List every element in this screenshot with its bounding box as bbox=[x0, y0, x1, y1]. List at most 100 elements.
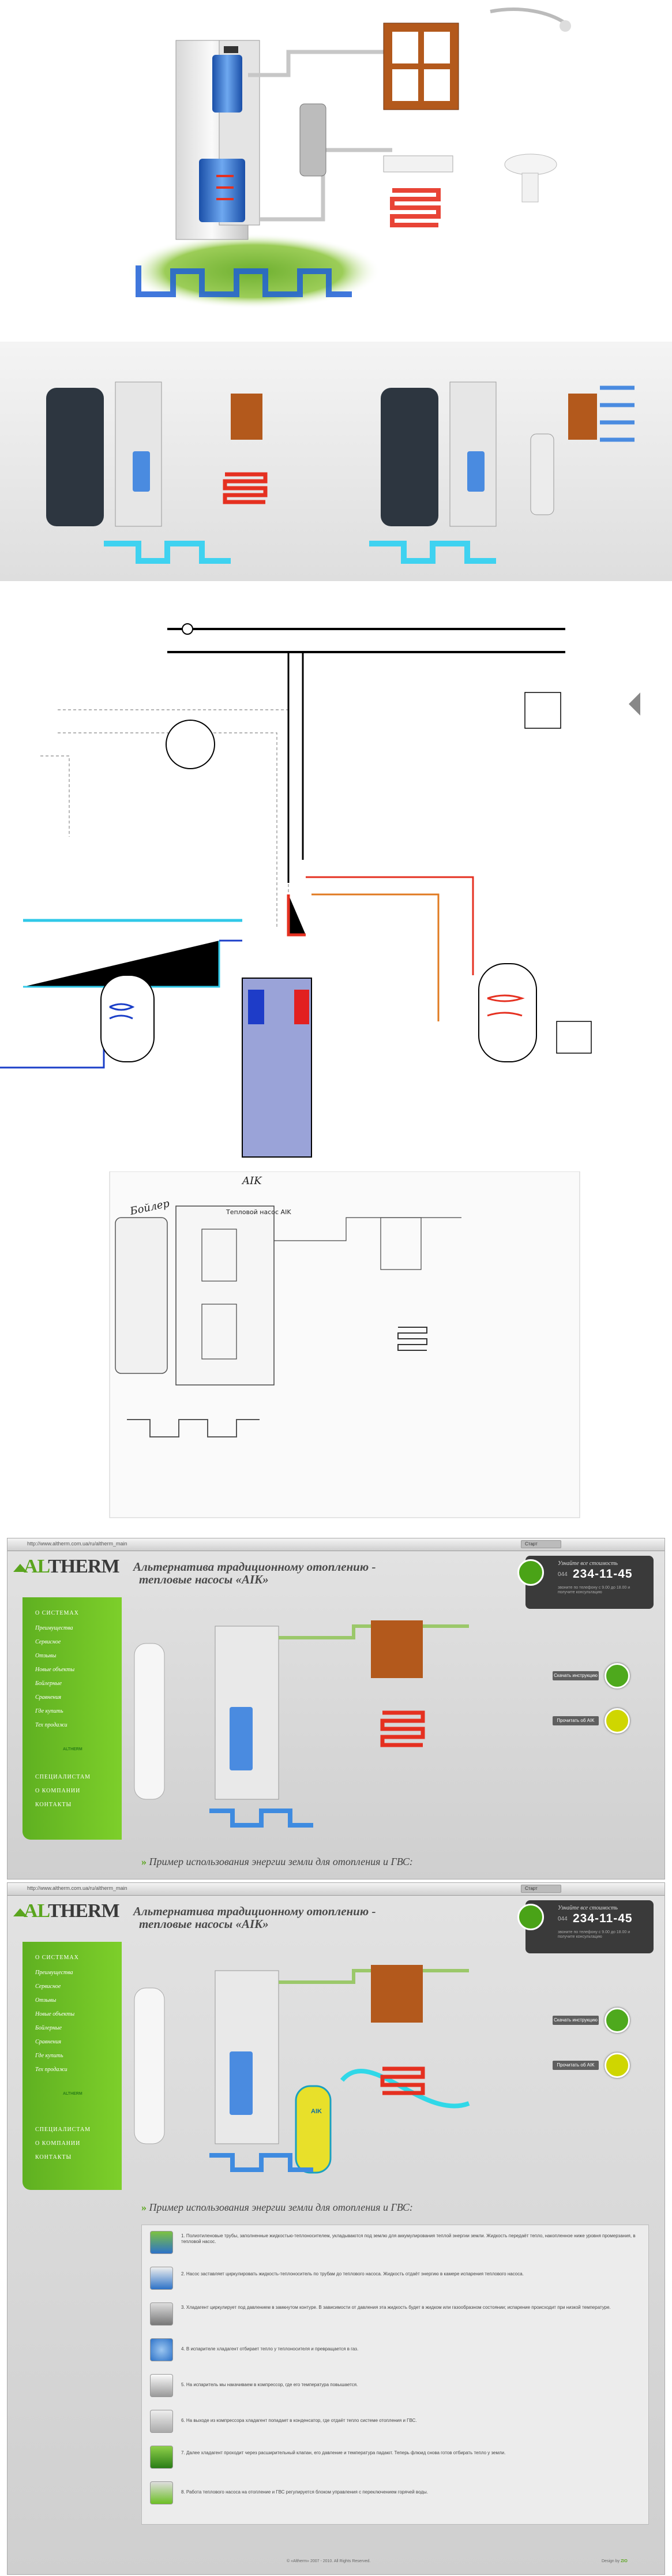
side-menu: О СИСТЕМАХ Преимущества Сервисное Отзывы… bbox=[22, 1597, 122, 1840]
browser-button-label: Старт bbox=[525, 1886, 538, 1891]
step-text: 1. Полиэтиленовые трубы, заполненные жид… bbox=[181, 2233, 636, 2244]
step-icon bbox=[150, 2302, 173, 2326]
phone-number[interactable]: 234-11-45 bbox=[573, 1912, 633, 1925]
schematic-graphic bbox=[0, 623, 640, 1158]
site-diagram-2 bbox=[134, 1965, 470, 2174]
headline-line-2: тепловые насосы «AIK» bbox=[139, 1917, 269, 1931]
menu-item[interactable]: Новые объекты bbox=[35, 1667, 75, 1673]
menu-header[interactable]: О СИСТЕМАХ bbox=[35, 1955, 79, 1961]
footer-credit[interactable]: Design by ZIO bbox=[602, 2559, 628, 2563]
phone-number[interactable]: 234-11-45 bbox=[573, 1567, 633, 1581]
menu-item[interactable]: Где купить bbox=[35, 1708, 63, 1714]
step-text: 5. На испаритель мы накачиваем в компрес… bbox=[181, 2382, 358, 2387]
section-title-text: Пример использования энергии земли для о… bbox=[149, 2201, 413, 2213]
site-page-2: ALTHERM Альтернатива традиционному отопл… bbox=[7, 1896, 665, 2574]
step-icon bbox=[150, 2267, 173, 2290]
step-icon bbox=[150, 2231, 173, 2254]
step-text: 4. В испарителе хладагент отбирает тепло… bbox=[181, 2346, 359, 2352]
phone-code: 044 bbox=[558, 1571, 568, 1578]
sketch-graphic bbox=[109, 1171, 580, 1518]
house-logo-icon bbox=[13, 1558, 27, 1572]
info-icon[interactable] bbox=[605, 2053, 630, 2078]
variants-panel bbox=[0, 342, 672, 581]
pencil-sketch: Бойлер AIK Тепловой насос AIK bbox=[0, 1171, 672, 1535]
logo-suffix: THERM bbox=[48, 1556, 119, 1577]
logo-prefix: AL bbox=[24, 1556, 48, 1577]
menu-item[interactable]: Тех продажи bbox=[35, 2066, 67, 2073]
menu-item[interactable]: Отзывы bbox=[35, 1653, 57, 1659]
address-bar[interactable]: http://www.altherm.com.ua/ru/altherm_mai… bbox=[27, 1885, 127, 1891]
site-logo[interactable]: ALTHERM bbox=[13, 1556, 120, 1578]
step-text: 7. Далее хладагент проходит через расшир… bbox=[181, 2450, 506, 2455]
side-menu: О СИСТЕМАХ Преимущества Сервисное Отзывы… bbox=[22, 1942, 122, 2190]
menu-item[interactable]: Отзывы bbox=[35, 1997, 57, 2004]
piping-schematic bbox=[0, 594, 672, 1171]
tank-label: AIK bbox=[311, 2108, 322, 2115]
browser-toolbar: http://www.altherm.com.ua/ru/altherm_mai… bbox=[7, 1883, 665, 1896]
footer-credit-label: Design by bbox=[602, 2559, 620, 2563]
sketch-brand-label: AIK bbox=[242, 1175, 262, 1187]
logo-prefix: AL bbox=[24, 1900, 48, 1922]
step-text: 2. Насос заставляет циркулировать жидкос… bbox=[181, 2271, 524, 2277]
download-instruction-button[interactable]: Скачать инструкцию bbox=[553, 2016, 599, 2025]
phone-caption: Узнайте все стоимость bbox=[558, 1560, 618, 1567]
hero-illustration-graphic bbox=[127, 8, 571, 309]
read-about-button[interactable]: Прочитать об AIK bbox=[553, 2061, 599, 2070]
footer-designer: ZIO bbox=[621, 2559, 628, 2563]
site-headline: Альтернатива традиционному отоплению -те… bbox=[133, 1905, 433, 1930]
menu-footer-item[interactable]: СПЕЦИАЛИСТАМ bbox=[35, 1774, 91, 1780]
phone-box: Узнайте все стоимость 044 234-11-45 звон… bbox=[517, 1556, 654, 1609]
menu-item[interactable]: Преимущества bbox=[35, 1625, 73, 1631]
step-text: 8. Работа теплового насоса на отопление … bbox=[181, 2489, 428, 2495]
phone-note: звоните по телефону с 9.00 до 18.00 и по… bbox=[558, 1586, 630, 1594]
browser-button[interactable]: Старт bbox=[521, 1885, 561, 1893]
menu-footer-item[interactable]: О КОМПАНИИ bbox=[35, 2140, 81, 2147]
logo-suffix: THERM bbox=[48, 1900, 119, 1922]
menu-item[interactable]: Сравнения bbox=[35, 1694, 62, 1701]
step-icon bbox=[150, 2410, 173, 2433]
browser-button-label: Старт bbox=[525, 1541, 538, 1547]
info-icon[interactable] bbox=[605, 1708, 630, 1733]
menu-item[interactable]: Преимущества bbox=[35, 1970, 73, 1976]
boiler-brand: ALTHERM bbox=[63, 2092, 82, 2096]
menu-item[interactable]: Сервисное bbox=[35, 1983, 61, 1990]
step-text: 6. На выходе из компрессора хладагент по… bbox=[181, 2418, 417, 2423]
menu-header[interactable]: О СИСТЕМАХ bbox=[35, 1610, 79, 1616]
download-icon[interactable] bbox=[605, 1663, 630, 1688]
menu-footer-item[interactable]: СПЕЦИАЛИСТАМ bbox=[35, 2126, 91, 2133]
boiler-brand: ALTHERM bbox=[63, 1747, 82, 1751]
menu-item[interactable]: Бойлерные bbox=[35, 1680, 62, 1687]
website-screen-1: http://www.altherm.com.ua/ru/altherm_mai… bbox=[7, 1538, 665, 1879]
download-instruction-button[interactable]: Скачать инструкцию bbox=[553, 1671, 599, 1680]
read-about-button[interactable]: Прочитать об AIK bbox=[553, 1716, 599, 1725]
address-bar[interactable]: http://www.altherm.com.ua/ru/altherm_mai… bbox=[27, 1541, 127, 1547]
menu-item[interactable]: Сервисное bbox=[35, 1639, 61, 1645]
menu-item[interactable]: Тех продажи bbox=[35, 1722, 67, 1728]
headline-line-2: тепловые насосы «AIK» bbox=[139, 1572, 269, 1586]
menu-item[interactable]: Сравнения bbox=[35, 2039, 62, 2045]
menu-footer-item[interactable]: КОНТАКТЫ bbox=[35, 1802, 72, 1808]
headline-line-1: Альтернатива традиционному отоплению - bbox=[133, 1560, 376, 1574]
menu-footer-item[interactable]: О КОМПАНИИ bbox=[35, 1788, 81, 1794]
house-logo-icon bbox=[13, 1903, 27, 1916]
menu-footer-item[interactable]: КОНТАКТЫ bbox=[35, 2154, 72, 2161]
download-icon[interactable] bbox=[605, 2008, 630, 2033]
step-icon bbox=[150, 2374, 173, 2397]
site-logo[interactable]: ALTHERM bbox=[13, 1900, 120, 1922]
phone-icon bbox=[517, 1904, 544, 1930]
menu-item[interactable]: Бойлерные bbox=[35, 2025, 62, 2031]
browser-button[interactable]: Старт bbox=[521, 1540, 561, 1548]
menu-item[interactable]: Новые объекты bbox=[35, 2011, 75, 2017]
phone-code: 044 bbox=[558, 1916, 568, 1922]
phone-box: Узнайте все стоимость 044 234-11-45 звон… bbox=[517, 1900, 654, 1953]
variants-graphic bbox=[46, 381, 635, 564]
menu-item[interactable]: Где купить bbox=[35, 2053, 63, 2059]
step-icon bbox=[150, 2481, 173, 2504]
phone-caption: Узнайте все стоимость bbox=[558, 1905, 618, 1911]
hero-illustration bbox=[0, 0, 672, 335]
steps-list: 1. Полиэтиленовые трубы, заполненные жид… bbox=[141, 2225, 649, 2525]
site-diagram-1 bbox=[134, 1620, 469, 1828]
phone-icon bbox=[517, 1559, 544, 1586]
sketch-heat-pump-label: Тепловой насос AIK bbox=[226, 1208, 291, 1216]
site-page-1: ALTHERM Альтернатива традиционному отопл… bbox=[7, 1551, 665, 1879]
